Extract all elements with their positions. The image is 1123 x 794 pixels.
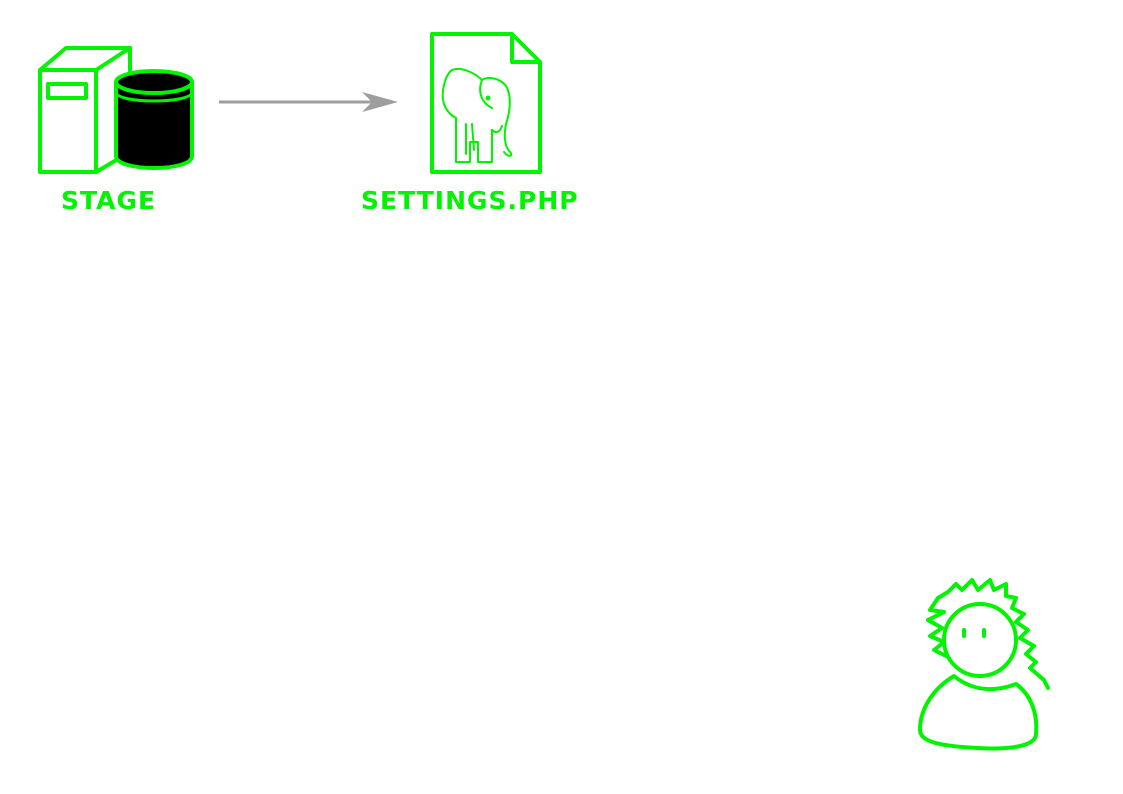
flow-arrow	[219, 92, 398, 112]
server-database-icon	[38, 46, 194, 174]
person-icon	[918, 578, 1050, 751]
settings-label: settings.php	[361, 186, 579, 215]
stage-label: Stage	[61, 186, 157, 215]
elephant-icon	[441, 68, 513, 163]
php-file-icon	[430, 32, 542, 174]
